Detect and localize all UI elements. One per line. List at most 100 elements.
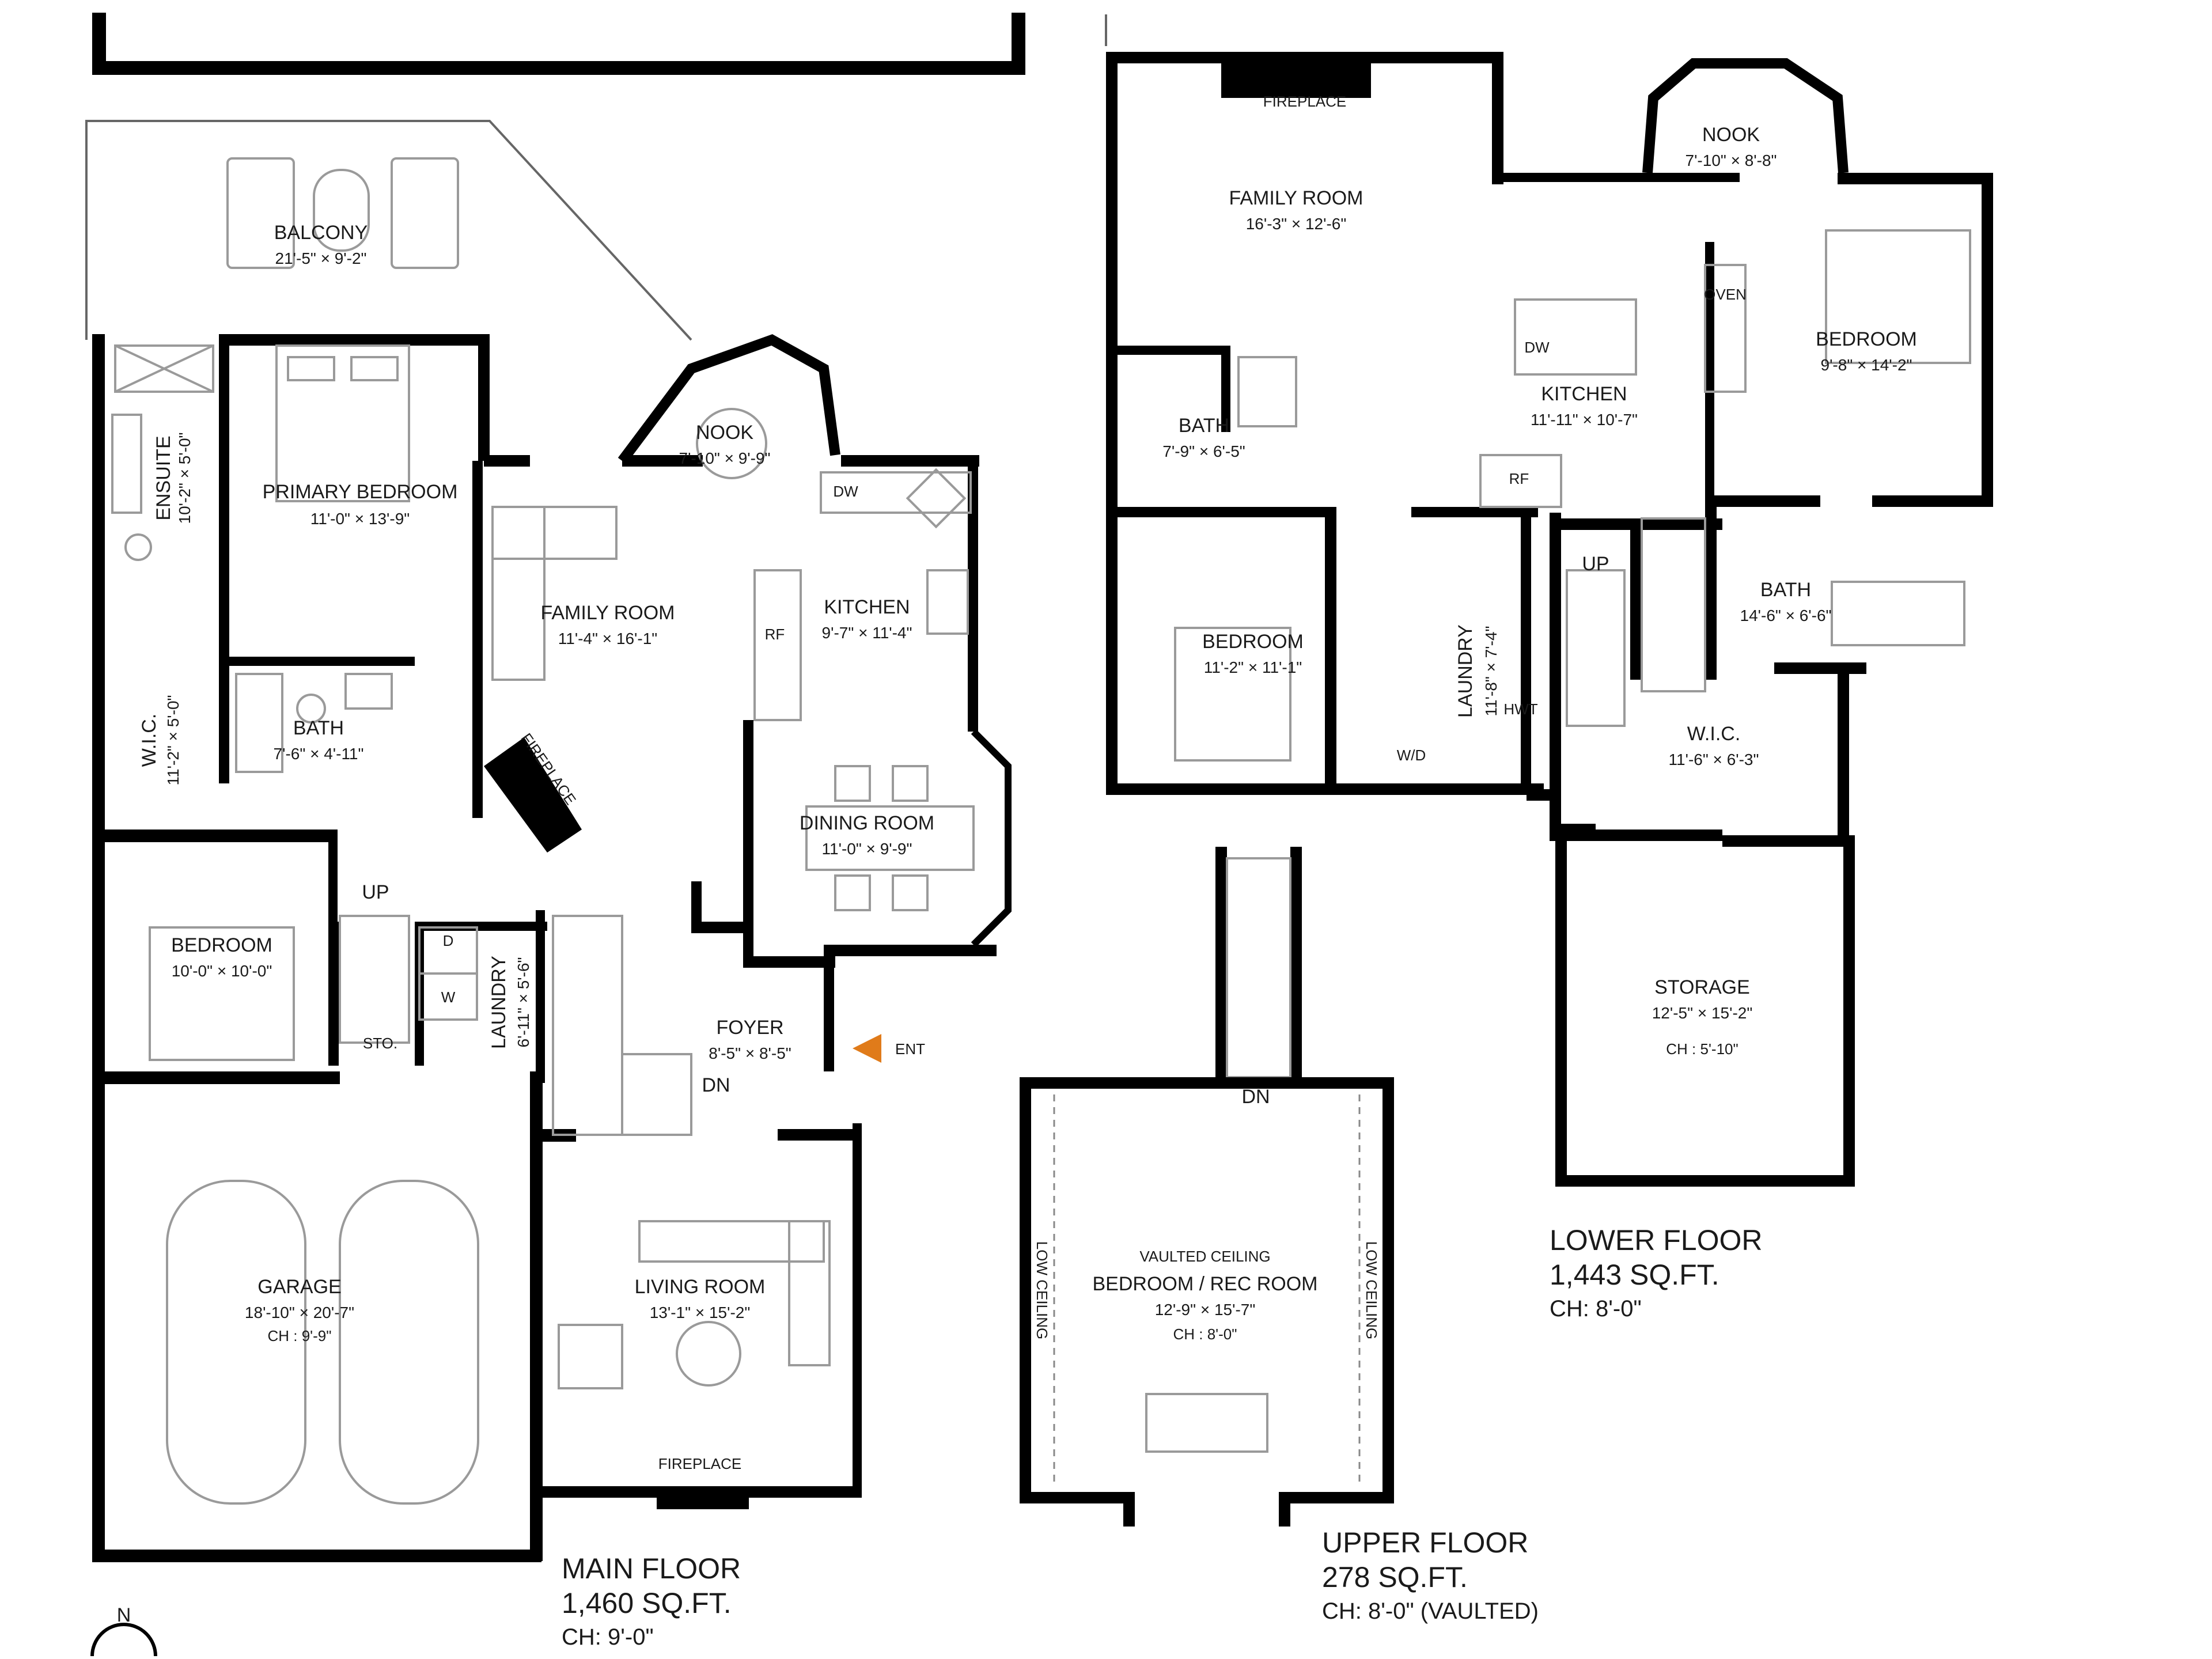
lower-floor-plan — [1105, 14, 1993, 1187]
garage-cars — [166, 1180, 479, 1505]
room-dims: 10'-2" × 5'-0" — [176, 433, 194, 524]
room-dims: 7'-10" × 8'-8" — [1685, 151, 1777, 169]
room-name: FAMILY ROOM — [540, 602, 675, 624]
entry-label: ENT — [895, 1040, 925, 1058]
room-ceiling: CH : 9'-9" — [268, 1327, 332, 1344]
appliance-label: RF — [1509, 470, 1529, 487]
family-fireplace — [484, 737, 582, 853]
main-floor-labels: BALCONY 21'-5" × 9'-2" PRIMARY BEDROOM 1… — [138, 222, 934, 1650]
stair-label: DN — [702, 1074, 730, 1096]
room-name: BATH — [1760, 579, 1811, 601]
room-dims: 7'-6" × 4'-11" — [274, 745, 364, 763]
room-name: BEDROOM / REC ROOM — [1092, 1273, 1317, 1295]
top-exterior-wall — [92, 13, 1025, 75]
north-compass: N — [90, 1604, 157, 1657]
fireplace-label: FIREPLACE — [1263, 93, 1347, 110]
room-dims: 11'-0" × 9'-9" — [822, 840, 912, 858]
room-name: BATH — [293, 717, 344, 739]
main-floor-area: 1,460 SQ.FT. — [562, 1587, 732, 1619]
room-dims: 21'-5" × 9'-2" — [275, 249, 367, 267]
main-floor-walls — [92, 334, 997, 1562]
room-dims: 6'-11" × 5'-6" — [514, 957, 532, 1048]
primary-bed — [275, 344, 410, 502]
room-dims: 18'-10" × 20'-7" — [245, 1304, 354, 1321]
low-ceiling-label: LOW CEILING — [1033, 1241, 1051, 1339]
balcony-furniture — [226, 157, 459, 269]
room-dims: 11'-4" × 16'-1" — [558, 630, 657, 647]
room-name: LIVING ROOM — [635, 1276, 766, 1298]
room-dims: 7'-10" × 9'-9" — [679, 449, 771, 467]
dining-table — [805, 765, 975, 911]
room-dims: 11'-2" × 11'-1" — [1204, 658, 1302, 676]
low-ceiling-label: LOW CEILING — [1363, 1241, 1380, 1339]
bath-fixtures — [235, 673, 393, 773]
family-sofa — [491, 506, 618, 681]
room-note: VAULTED CEILING — [1139, 1248, 1270, 1265]
room-dims: 10'-0" × 10'-0" — [172, 962, 272, 980]
room-name: NOOK — [1702, 124, 1760, 146]
room-ceiling: CH : 5'-10" — [1666, 1040, 1738, 1058]
room-dims: 9'-8" × 14'-2" — [1821, 356, 1912, 374]
room-name: BATH — [1179, 415, 1229, 437]
kitchen-fixtures — [753, 468, 972, 721]
upper-floor-title: UPPER FLOOR — [1322, 1527, 1528, 1559]
room-dims: 12'-5" × 15'-2" — [1652, 1004, 1753, 1022]
ensuite-fixtures — [111, 344, 214, 561]
room-name: FAMILY ROOM — [1229, 187, 1363, 209]
main-floor-title: MAIN FLOOR — [562, 1552, 741, 1585]
room-name: FOYER — [716, 1017, 783, 1039]
appliance-label: W — [441, 988, 456, 1006]
appliance-label: DW — [833, 483, 858, 500]
compass-label: N — [117, 1604, 131, 1626]
room-name: NOOK — [696, 422, 753, 444]
room-name: ENSUITE — [153, 435, 175, 520]
appliance-label: RF — [765, 626, 785, 643]
appliance-label: HWT — [1503, 700, 1537, 718]
room-dims: 11'-11" × 10'-7" — [1531, 411, 1638, 429]
room-dims: 12'-9" × 15'-7" — [1155, 1301, 1256, 1319]
room-dims: 13'-1" × 15'-2" — [650, 1304, 751, 1321]
room-dims: 11'-0" × 13'-9" — [310, 510, 410, 528]
room-dims: 16'-3" × 12'-6" — [1246, 215, 1347, 233]
room-name: W.I.C. — [138, 714, 160, 767]
appliance-label: D — [443, 932, 454, 949]
upper-floor-area: 278 SQ.FT. — [1322, 1561, 1468, 1593]
room-name: LAUNDRY — [488, 956, 510, 1049]
room-name: BEDROOM — [1202, 631, 1304, 653]
room-name: DINING ROOM — [800, 812, 934, 834]
lower-floor-labels: FIREPLACE FAMILY ROOM 16'-3" × 12'-6" NO… — [1162, 93, 1917, 1321]
fireplace-label: FIREPLACE — [658, 1455, 742, 1472]
stair-label: DN — [1241, 1086, 1270, 1108]
room-dims: 9'-7" × 11'-4" — [822, 624, 912, 642]
room-name: STORAGE — [1654, 976, 1750, 998]
main-floor-plan — [85, 120, 1012, 1562]
room-name: LAUNDRY — [1455, 624, 1476, 718]
nook-table — [696, 408, 767, 479]
room-name: W.I.C. — [1687, 723, 1741, 745]
room-dims: 11'-8" × 7'-4" — [1482, 626, 1500, 717]
room-name: KITCHEN — [824, 596, 910, 618]
room-name: BALCONY — [274, 222, 368, 244]
room-name: PRIMARY BEDROOM — [263, 481, 458, 503]
room-dims: 14'-6" × 6'-6" — [1740, 607, 1832, 624]
bedroom-bed — [149, 926, 295, 1061]
living-fireplace — [657, 1486, 749, 1509]
stair-label: UP — [362, 881, 389, 903]
laundry-appliances — [418, 926, 478, 1021]
room-dims: 11'-6" × 6'-3" — [1669, 751, 1759, 768]
stair-label: UP — [1582, 553, 1609, 575]
lower-floor-ceiling: CH: 8'-0" — [1550, 1296, 1642, 1321]
appliance-label: DW — [1524, 339, 1550, 356]
lower-floor-title: LOWER FLOOR — [1550, 1224, 1762, 1256]
main-floor-ceiling: CH: 9'-0" — [562, 1624, 654, 1650]
room-name: BEDROOM — [171, 934, 272, 956]
living-furniture — [558, 1220, 831, 1389]
entry-marker-icon — [853, 1034, 881, 1063]
room-dims: 7'-9" × 6'-5" — [1162, 442, 1245, 460]
room-name: KITCHEN — [1541, 383, 1627, 405]
storage-label: STO. — [363, 1035, 397, 1052]
room-dims: 11'-2" × 5'-0" — [164, 695, 182, 786]
main-stairs — [339, 915, 692, 1136]
room-ceiling: CH : 8'-0" — [1173, 1325, 1237, 1343]
